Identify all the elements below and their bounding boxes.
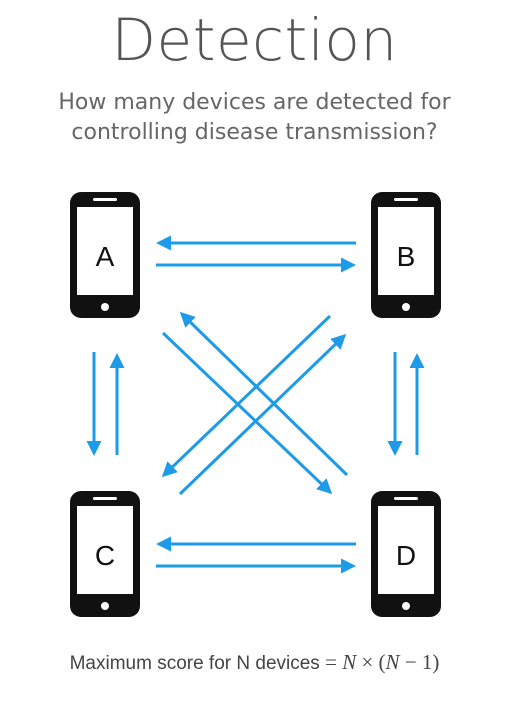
formula-math: = N × (N − 1) <box>325 650 439 674</box>
phone-a-icon: A <box>70 192 140 318</box>
subtitle: How many devices are detected for contro… <box>0 88 509 148</box>
subtitle-line-1: How many devices are detected for <box>58 90 451 115</box>
page-title: Detection <box>111 6 398 74</box>
formula-var-n: N <box>342 650 357 674</box>
phone-d-icon: D <box>371 491 441 617</box>
formula-var-n-2: N <box>385 650 400 674</box>
phone-b-icon: B <box>371 192 441 318</box>
device-label-b: B <box>397 241 416 272</box>
formula-minus: − <box>404 650 417 674</box>
phone-c-icon: C <box>70 491 140 617</box>
formula-equals: = <box>325 650 337 674</box>
device-label-a: A <box>96 241 115 272</box>
device-label-d: D <box>396 540 416 571</box>
arrow-c-to-b <box>178 333 347 496</box>
device-label-c: C <box>95 540 115 571</box>
formula-open: ( <box>378 650 386 674</box>
formula-times: × <box>361 650 374 674</box>
formula: Maximum score for N devices = N × (N − 1… <box>0 650 509 675</box>
formula-one: 1 <box>421 650 433 674</box>
formula-close: ) <box>432 650 440 674</box>
arrow-a-to-d <box>161 331 333 495</box>
subtitle-line-2: controlling disease transmission? <box>71 120 438 145</box>
arrow-b-to-c <box>161 314 332 478</box>
formula-text: Maximum score for N devices <box>69 653 320 674</box>
arrow-d-to-a <box>179 311 349 477</box>
